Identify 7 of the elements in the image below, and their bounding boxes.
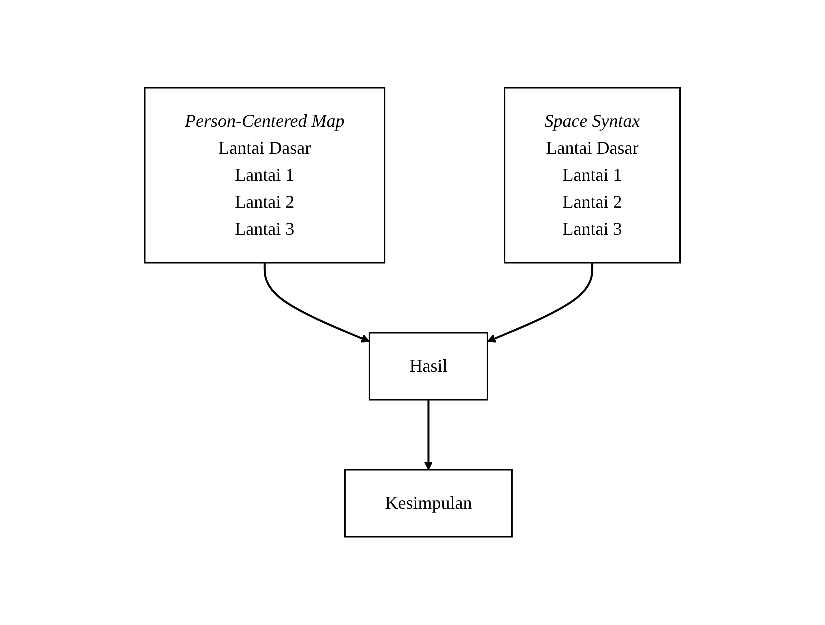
node-box: Person-Centered Map Lantai Dasar Lantai 1 Lantai 2 Lantai 3	[144, 87, 386, 264]
arrow	[424, 400, 433, 470]
node-box: Kesimpulan	[344, 469, 513, 538]
arrow	[264, 263, 370, 343]
arrow	[487, 263, 594, 343]
node-box: Hasil	[368, 332, 488, 401]
node-box: Space Syntax Lantai Dasar Lantai 1 Lantai 2 Lantai 3	[504, 87, 681, 264]
